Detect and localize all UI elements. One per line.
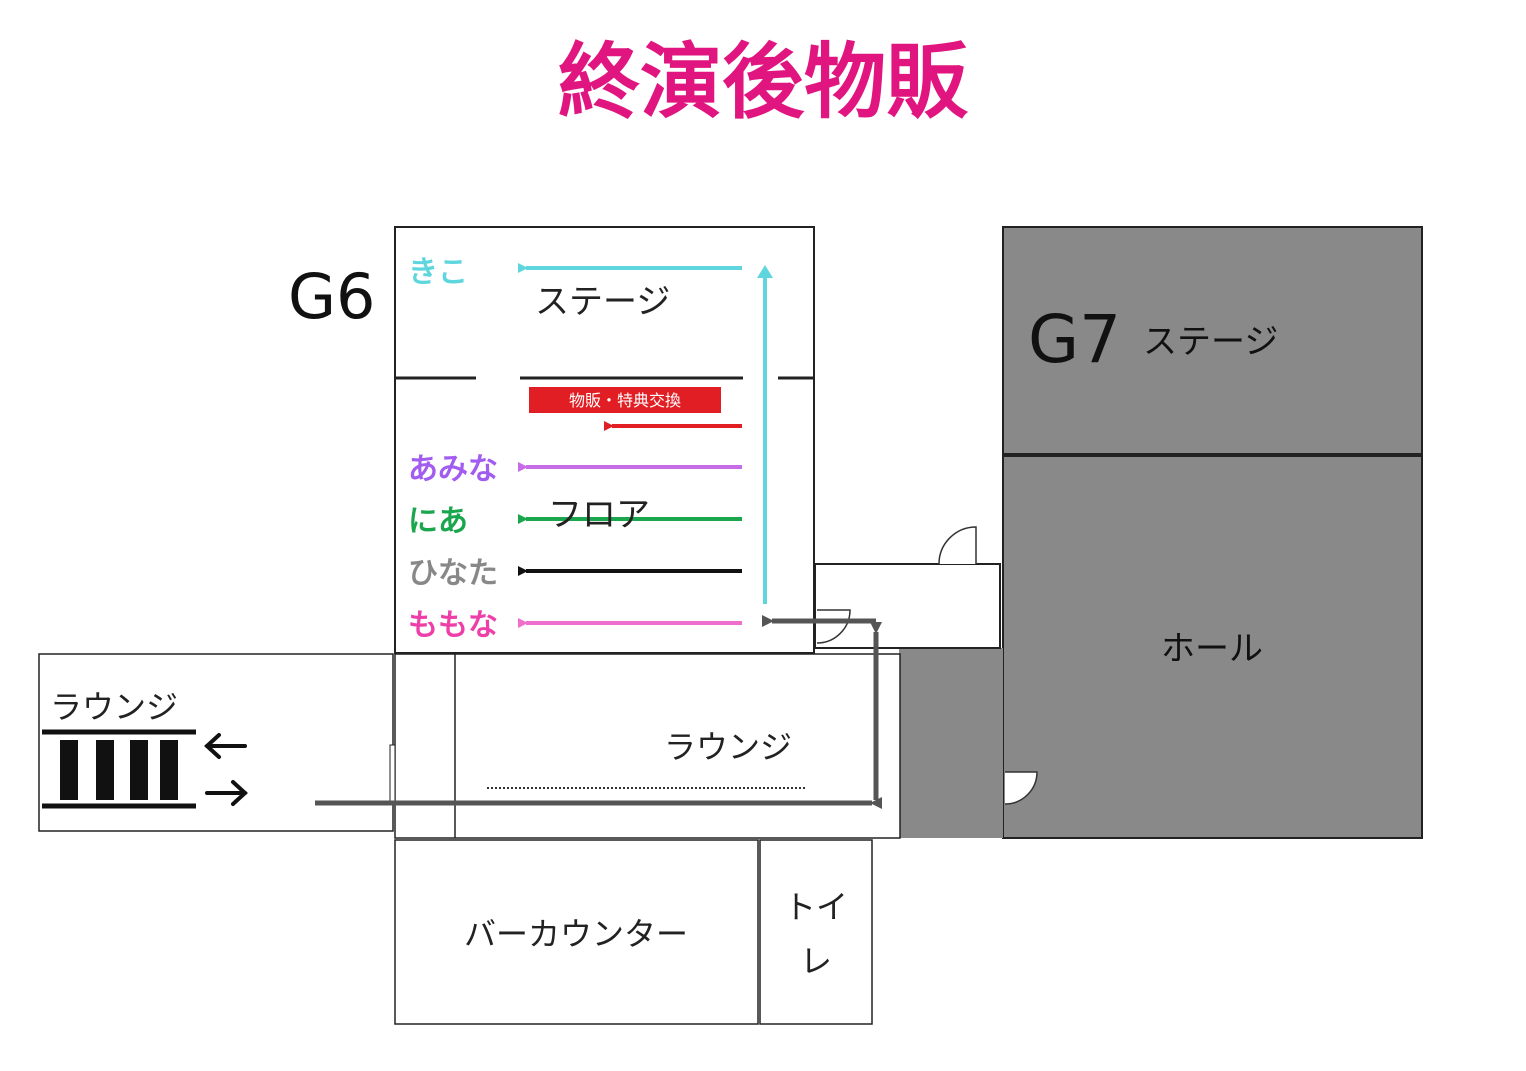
lounge-door-frame	[389, 744, 396, 806]
member-name-hinata: ひなた	[408, 556, 498, 591]
toilet-room	[759, 839, 873, 1025]
g6-floor-label: フロア	[548, 495, 650, 535]
member-name-amina: あみな	[408, 452, 498, 487]
g7-stage-label: ステージ	[1143, 322, 1278, 362]
stairs-icon	[42, 729, 196, 809]
g6-label: G6	[288, 260, 376, 333]
g7-hall-area	[1002, 455, 1423, 839]
toilet-label-line2: レ	[800, 942, 832, 980]
g6-stage-label: ステージ	[535, 282, 670, 322]
sales-banner-label: 物販・特典交換	[569, 391, 681, 410]
member-name-kiko: きこ	[408, 255, 468, 290]
queue-arrows	[518, 263, 773, 628]
door-swing-icon	[816, 526, 1038, 805]
g7-label: G7	[1028, 301, 1121, 378]
bar-counter-room	[394, 839, 759, 1025]
g6-room	[394, 226, 815, 654]
arrow-up-head	[757, 265, 773, 278]
center-lounge-label: ラウンジ	[664, 728, 792, 766]
member-name-nia: にあ	[408, 504, 468, 539]
bar-counter-label: バーカウンター	[464, 915, 688, 953]
corridor-dark-area	[899, 648, 1003, 838]
entrance-arrows-icon	[204, 733, 248, 806]
member-name-momona: ももな	[408, 608, 498, 643]
g7-hall-label: ホール	[1161, 629, 1263, 669]
g7-stage-area	[1002, 226, 1423, 455]
left-lounge-label: ラウンジ	[50, 688, 178, 726]
passage-room	[814, 563, 1001, 649]
route-path	[315, 615, 882, 809]
page-title: 終演後物販	[558, 35, 969, 130]
sales-banner	[529, 387, 721, 413]
toilet-label-line1: トイ	[784, 888, 848, 926]
center-lounge-room	[394, 653, 901, 839]
